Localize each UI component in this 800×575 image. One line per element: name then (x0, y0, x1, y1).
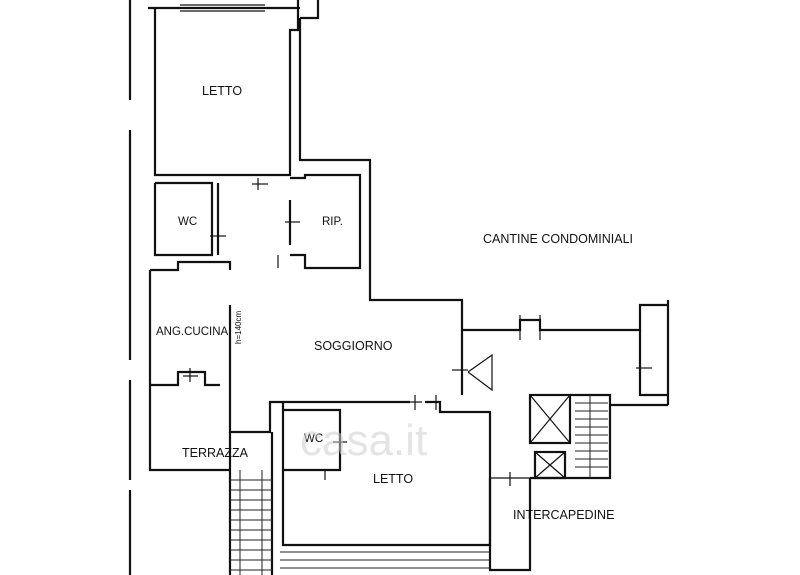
room-label-wc-top: WC (178, 216, 197, 228)
wc-top-walls (153, 178, 268, 257)
room-label-intercapedine: INTERCAPEDINE (513, 508, 614, 522)
height-note: h=140cm (234, 311, 243, 344)
kitchen-walls (148, 260, 232, 387)
watermark-logo: casa.it (300, 416, 427, 465)
bedroom-top-walls (148, 0, 320, 177)
living-room-walls (228, 330, 493, 478)
stairwell (488, 393, 668, 572)
stair-hatching-left (230, 470, 272, 575)
room-label-cantine: CANTINE CONDOMINIALI (483, 232, 633, 246)
room-label-terrazza: TERRAZZA (182, 446, 249, 460)
room-label-rip: RIP. (322, 216, 343, 228)
room-label-letto-top: LETTO (202, 84, 242, 98)
room-label-ang-cucina: ANG.CUCINA (156, 326, 229, 338)
room-label-letto-bottom: LETTO (373, 472, 413, 486)
terrace-walls (148, 385, 490, 575)
closet-walls (277, 173, 362, 270)
corridor-outline (298, 18, 670, 405)
bottom-hatching (280, 551, 490, 569)
room-label-soggiorno: SOGGIORNO (314, 339, 393, 353)
room-label-wc-bottom: WC (304, 433, 323, 445)
